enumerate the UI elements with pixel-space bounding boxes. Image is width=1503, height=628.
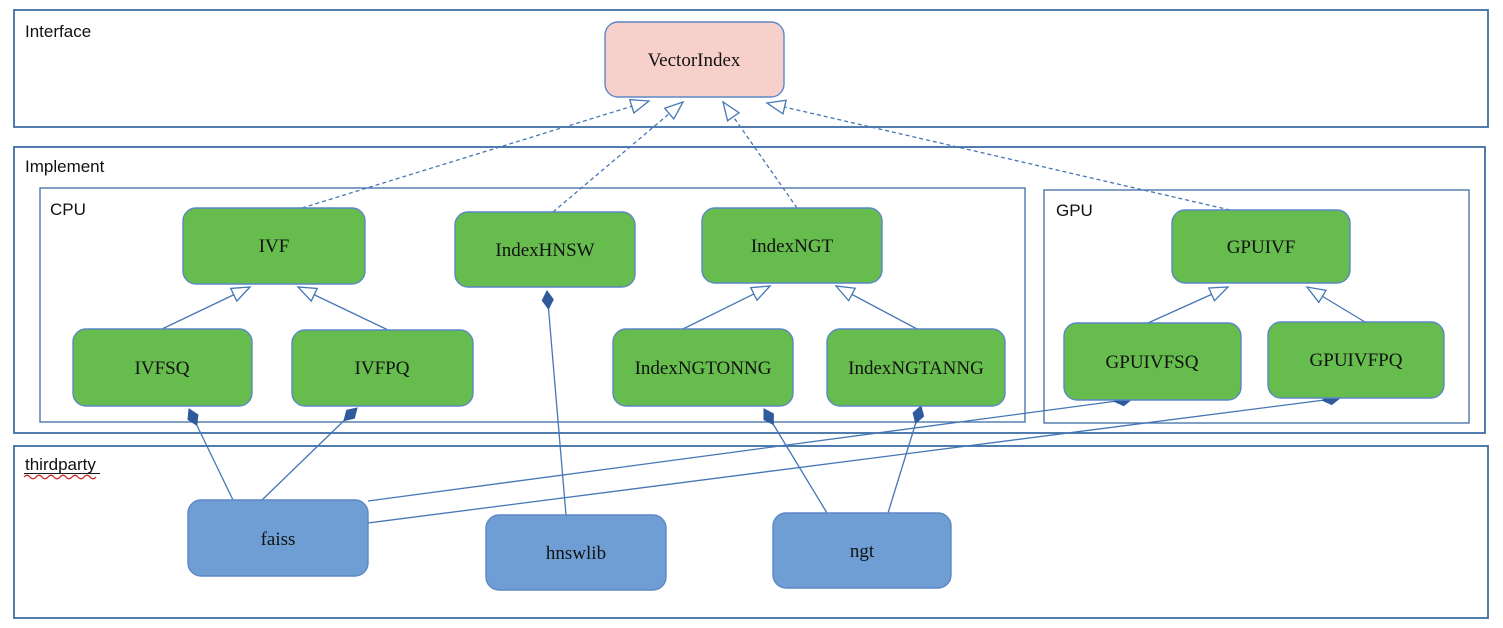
node-indexngtonng-label: IndexNGTONNG <box>635 358 772 379</box>
node-ivfpq-label: IVFPQ <box>355 358 410 379</box>
edge-faiss-to-ivfsq <box>187 408 234 501</box>
node-ivfpq: IVFPQ <box>291 329 474 407</box>
edge-ngt-to-indexngtanng <box>887 405 925 514</box>
node-vectorindex-box <box>604 21 785 98</box>
container-implement-label: Implement <box>25 157 105 176</box>
edge-gpuivfsq-to-gpuivf <box>1147 286 1230 324</box>
edge-faiss-to-gpuivfpq <box>367 393 1341 524</box>
node-gpuivfsq-box <box>1063 322 1242 401</box>
node-ivfsq: IVFSQ <box>72 328 253 407</box>
edge-ngt-to-indexngtonng <box>763 408 828 514</box>
container-thirdparty <box>13 445 1489 619</box>
node-vectorindex-label: VectorIndex <box>648 50 741 71</box>
node-vectorindex: VectorIndex <box>604 21 785 98</box>
node-hnswlib-box <box>485 514 667 591</box>
edge-faiss-to-ivfpq <box>261 407 358 501</box>
node-indexngtonng: IndexNGTONNG <box>612 328 794 407</box>
node-gpuivf-label: GPUIVF <box>1227 237 1296 258</box>
node-indexngt-box <box>701 207 883 284</box>
node-ngt-box <box>772 512 952 589</box>
edge-indexhnsw-to-vectorindex <box>552 100 685 213</box>
node-ngt-label: ngt <box>850 541 875 562</box>
node-gpuivf-box <box>1171 209 1351 284</box>
node-indexngtanng-box <box>826 328 1006 407</box>
node-ivf-label: IVF <box>259 236 290 257</box>
edge-ivf-to-vectorindex <box>301 98 651 209</box>
node-indexngtonng-box <box>612 328 794 407</box>
edge-indexngt-to-vectorindex <box>721 100 798 209</box>
container-interface-label: Interface <box>25 22 91 41</box>
node-gpuivfpq-box <box>1267 321 1445 399</box>
edge-indexngtonng-to-indexngt <box>682 285 772 330</box>
container-thirdparty-label: thirdparty <box>25 455 96 474</box>
edge-gpuivf-to-vectorindex <box>765 99 1231 211</box>
node-ivfsq-label: IVFSQ <box>135 358 190 379</box>
node-indexhnsw: IndexHNSW <box>454 211 636 288</box>
thirdparty-spellcheck-squiggle <box>23 474 97 480</box>
node-faiss-box <box>187 499 369 577</box>
node-hnswlib-label: hnswlib <box>546 543 606 564</box>
node-hnswlib: hnswlib <box>485 514 667 591</box>
node-ivfsq-box <box>72 328 253 407</box>
node-ivf-box <box>182 207 366 285</box>
node-indexngt-label: IndexNGT <box>751 236 834 257</box>
edge-ivfsq-to-ivf <box>161 286 252 330</box>
container-gpu-label: GPU <box>1056 201 1093 220</box>
edge-hnswlib-to-indexhnsw <box>541 290 567 516</box>
node-gpuivfsq: GPUIVFSQ <box>1063 322 1242 401</box>
container-cpu-label: CPU <box>50 200 86 219</box>
node-gpuivfpq-label: GPUIVFPQ <box>1310 350 1403 371</box>
node-gpuivfpq: GPUIVFPQ <box>1267 321 1445 399</box>
node-indexhnsw-label: IndexHNSW <box>495 240 594 261</box>
edge-indexngtanng-to-indexngt <box>834 285 918 330</box>
node-gpuivf: GPUIVF <box>1171 209 1351 284</box>
edge-gpuivfpq-to-gpuivf <box>1305 286 1366 323</box>
node-gpuivfsq-label: GPUIVFSQ <box>1106 352 1199 373</box>
edge-faiss-to-gpuivfsq <box>367 394 1133 502</box>
node-faiss-label: faiss <box>261 529 296 550</box>
node-faiss: faiss <box>187 499 369 577</box>
container-gpu <box>1043 189 1470 424</box>
container-implement <box>13 146 1486 434</box>
container-interface <box>13 9 1489 128</box>
node-ivfpq-box <box>291 329 474 407</box>
node-indexngtanng: IndexNGTANNG <box>826 328 1006 407</box>
container-cpu <box>39 187 1026 423</box>
edge-ivfpq-to-ivf <box>296 286 389 331</box>
node-ivf: IVF <box>182 207 366 285</box>
node-indexngt: IndexNGT <box>701 207 883 284</box>
node-indexngtanng-label: IndexNGTANNG <box>848 358 984 379</box>
node-indexhnsw-box <box>454 211 636 288</box>
node-ngt: ngt <box>772 512 952 589</box>
